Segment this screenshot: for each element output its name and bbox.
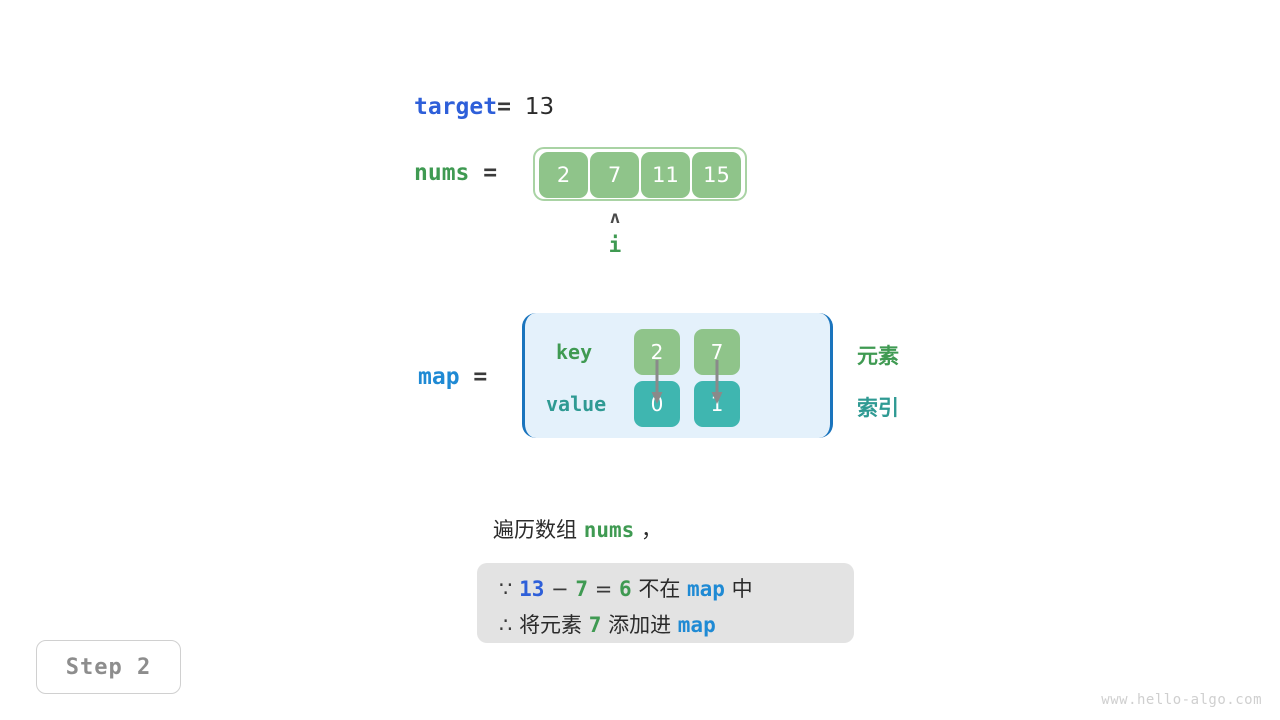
target-assignment: target= 13 — [414, 94, 554, 120]
note-result-value: 6 — [618, 577, 632, 601]
note-text-not-in: 不在 — [638, 577, 681, 601]
note-line-2: ∴ 将元素 7 添加进 map — [499, 607, 832, 643]
map-variable-label: map — [418, 364, 460, 390]
index-pointer-label: i — [608, 233, 622, 257]
note-added-element: 7 — [588, 613, 602, 637]
therefore-symbol-icon: ∴ — [499, 613, 513, 637]
nums-assignment: nums = — [414, 160, 497, 186]
note-operand-current: 7 — [575, 577, 588, 601]
because-symbol-icon: ∵ — [499, 577, 513, 601]
nums-array: 2 7 11 15 — [533, 147, 747, 201]
array-cell: 11 — [641, 152, 690, 198]
target-value: 13 — [524, 94, 555, 120]
note-operand-target: 13 — [519, 577, 545, 601]
note-map-term: map — [687, 577, 725, 601]
caption-nums-term: nums — [583, 518, 635, 542]
nums-variable-label: nums — [414, 160, 470, 186]
map-key-to-value-arrow-icon — [651, 360, 663, 404]
array-cell: 7 — [590, 152, 639, 198]
note-text-in: 中 — [731, 577, 753, 601]
map-side-label-element: 元素 — [857, 344, 899, 368]
note-minus-operator: − — [551, 577, 569, 601]
map-equals-sign: = — [473, 364, 488, 390]
note-text-add-element: 将元素 — [519, 613, 583, 637]
nums-equals-sign: = — [483, 160, 498, 186]
note-text-add-into: 添加进 — [608, 613, 672, 637]
map-value-row-label: value — [546, 392, 607, 416]
note-equals-operator: = — [594, 577, 613, 601]
target-equals-sign: = — [497, 94, 511, 120]
map-side-label-index: 索引 — [857, 396, 899, 420]
note-line-1: ∵ 13 − 7 = 6 不在 map 中 — [499, 571, 832, 607]
target-variable-label: target — [414, 94, 498, 120]
watermark: www.hello-algo.com — [1101, 692, 1262, 708]
note-map-term: map — [677, 613, 716, 637]
map-assignment: map = — [418, 364, 487, 390]
caption-prefix: 遍历数组 — [493, 518, 577, 542]
index-pointer-caret-icon: ʌ — [609, 208, 621, 228]
array-cell: 2 — [539, 152, 588, 198]
array-cell: 15 — [692, 152, 741, 198]
explanation-note-box: ∵ 13 − 7 = 6 不在 map 中 ∴ 将元素 7 添加进 map — [477, 563, 854, 643]
map-key-row-label: key — [556, 340, 593, 364]
caption-text: 遍历数组 nums ， — [493, 514, 662, 544]
map-key-to-value-arrow-icon — [711, 360, 723, 404]
caption-suffix: ， — [640, 518, 662, 542]
step-badge: Step 2 — [36, 640, 181, 694]
